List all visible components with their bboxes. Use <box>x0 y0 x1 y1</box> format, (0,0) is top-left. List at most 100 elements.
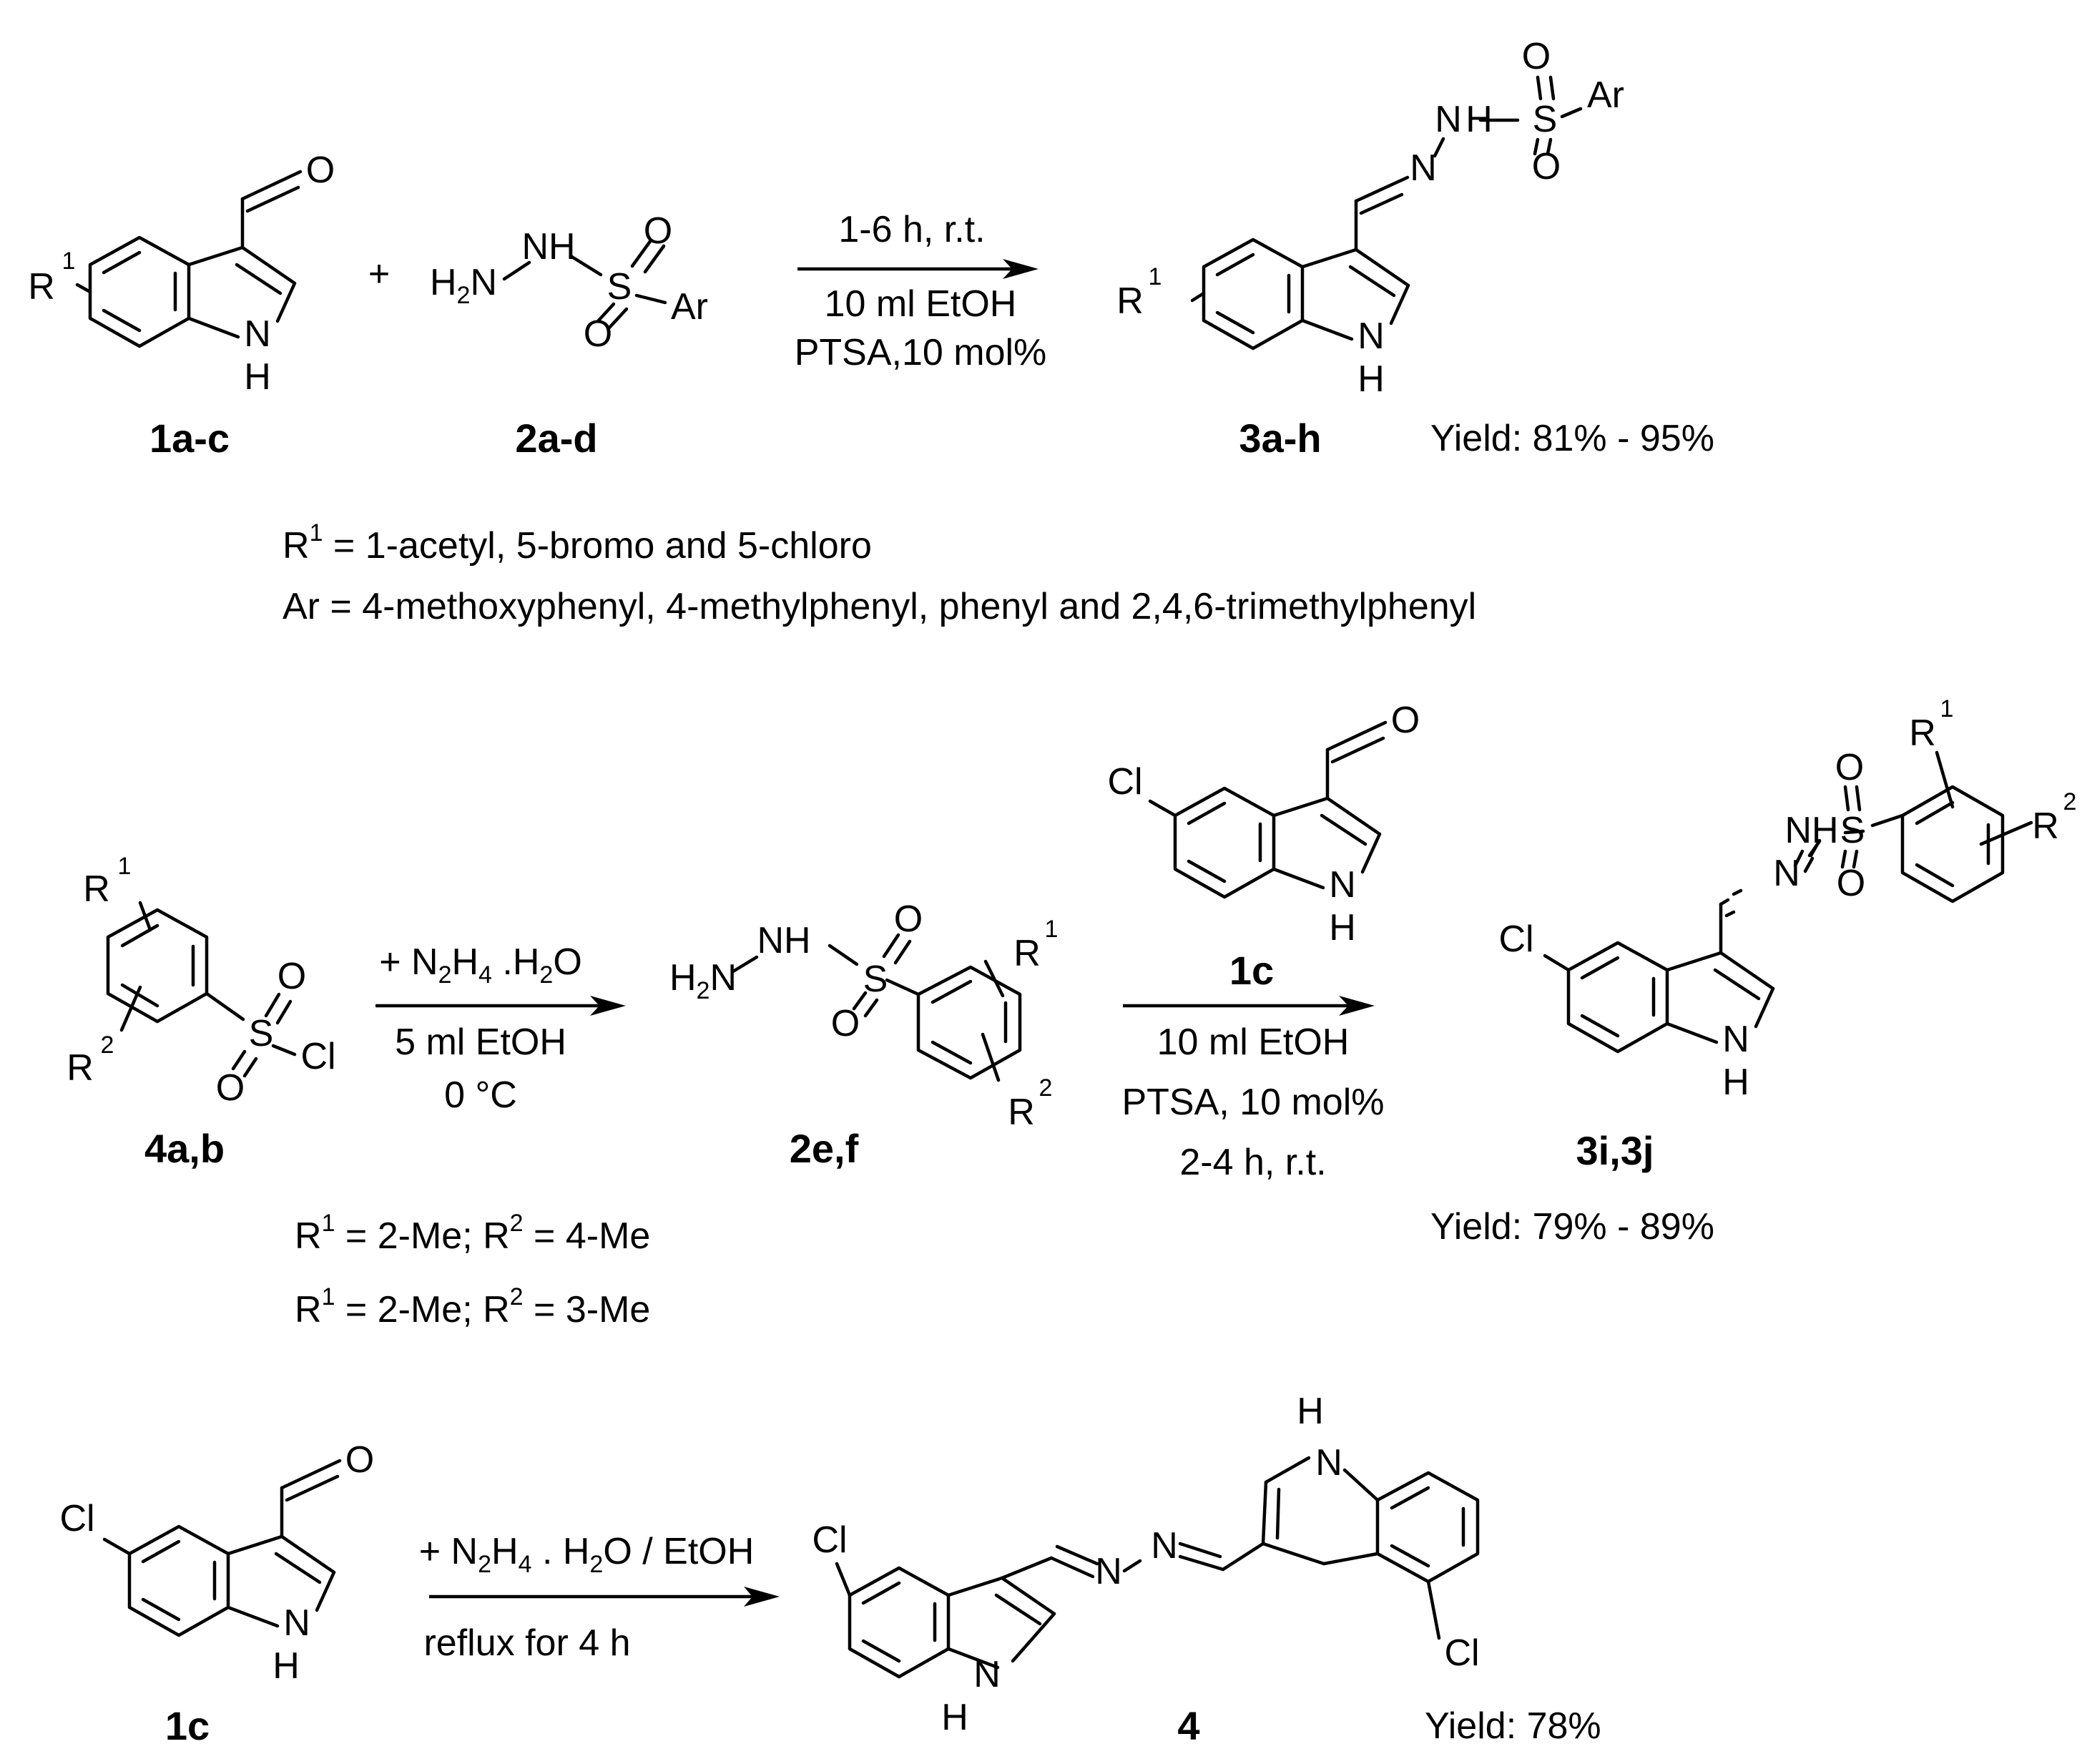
product4-azine-nitrogen-1: N <box>1095 1551 1122 1592</box>
rg4-sub1: 2 <box>478 1551 491 1578</box>
rg2-mid: H <box>451 941 478 983</box>
rg2-sub3: 2 <box>539 961 553 989</box>
compound-label-3i-3j: 3i,3j <box>1576 1128 1654 1173</box>
rg4-mid: H <box>491 1531 519 1572</box>
def1-text-b: = 4-Me <box>524 1215 651 1257</box>
product4-hydrogen-right: H <box>1297 1391 1324 1432</box>
rg2-prefix: + N <box>379 941 438 983</box>
sm3-chlorine: Cl <box>59 1498 94 1539</box>
r1-def-superscript: 1 <box>310 519 323 547</box>
condition-time-3: 2-4 h, r.t. <box>1179 1142 1326 1183</box>
reaction-arrow-1 <box>797 259 1038 279</box>
sm3-oxygen: O <box>345 1439 374 1481</box>
r-definition-2: R1 = 2-Me; R2 = 3-Me <box>295 1283 650 1331</box>
sulfur: S <box>607 266 632 308</box>
rg4-prefix: + N <box>419 1531 478 1572</box>
def2-text-a: = 2-Me; R <box>335 1289 509 1331</box>
sm-oxygen-bottom: O <box>216 1067 245 1109</box>
product4-azine-nitrogen-2: N <box>1151 1525 1178 1567</box>
hydrazone-hydrogen: H <box>1465 99 1493 140</box>
sm3-nitrogen: N <box>283 1602 310 1644</box>
def2-sup1: 1 <box>322 1283 335 1310</box>
imine-nitrogen: N <box>1410 147 1437 189</box>
r1-def-prefix: R <box>283 525 310 567</box>
reagent-hydrazine-4: + N2H4 . H2O / EtOH <box>419 1531 755 1578</box>
sm-r2-substituent: R <box>67 1047 94 1089</box>
def2-sup2: 2 <box>510 1283 524 1310</box>
sulfonyl-chloride-4a-b <box>106 901 297 1078</box>
int-oxygen-top: O <box>894 898 923 940</box>
product2-r2-substituent: R <box>2032 805 2059 847</box>
product2-r1-superscript: 1 <box>1940 695 1954 722</box>
product2-imine-nitrogen: N <box>1773 853 1800 894</box>
def2-r: R <box>295 1289 322 1331</box>
aryl-group: Ar <box>671 286 708 328</box>
def1-sup1: 1 <box>322 1210 335 1237</box>
reagent-1c-chlorine: Cl <box>1107 761 1142 803</box>
def2-text-b: = 3-Me <box>524 1289 651 1331</box>
condition-catalyst-3: PTSA, 10 mol% <box>1121 1082 1384 1123</box>
sm-r1-superscript: 1 <box>118 853 132 880</box>
product4-hydrogen-left: H <box>941 1697 968 1738</box>
product-r1-superscript: 1 <box>1149 263 1162 290</box>
product4-nitrogen-left: N <box>973 1654 1001 1695</box>
plus-sign: + <box>368 253 390 295</box>
product2-indole-hydrogen: H <box>1722 1062 1749 1103</box>
product2-r2-superscript: 2 <box>2063 788 2077 815</box>
r1-superscript: 1 <box>62 248 76 275</box>
int-r1-superscript: 1 <box>1045 916 1059 943</box>
product2-hydrazone-nh: NH <box>1784 810 1838 851</box>
condition-time-temp: 1-6 h, r.t. <box>838 209 985 250</box>
sulfonyl-oxygen-top: O <box>644 210 672 252</box>
amine-h: H <box>430 262 457 303</box>
product-indole-nitrogen: N <box>1357 315 1385 357</box>
int-hydrazide-nh: NH <box>757 920 810 961</box>
int-amine-n: N <box>709 957 737 999</box>
reaction-arrow-3 <box>1123 996 1375 1016</box>
sulfonyl-oxygen-bottom: O <box>584 313 612 355</box>
reagent-1c-hydrogen: H <box>1329 907 1356 949</box>
def1-r: R <box>295 1215 322 1257</box>
int-amine-h: H <box>669 957 697 999</box>
rg4-suffix: . H <box>532 1531 590 1572</box>
product2-sulfur: S <box>1840 810 1865 851</box>
rg4-end: O / EtOH <box>603 1531 754 1572</box>
compound-label-3a-h: 3a-h <box>1239 416 1321 461</box>
rg2-sub1: 2 <box>438 961 452 989</box>
int-r1-substituent: R <box>1013 933 1041 974</box>
indole-aldehyde-1c-reagent <box>1148 720 1388 899</box>
product2-r1-substituent: R <box>1909 712 1936 754</box>
yield-4: Yield: 78% <box>1425 1705 1601 1747</box>
r-definition-1: R1 = 2-Me; R2 = 4-Me <box>295 1210 650 1257</box>
amine-subscript: 2 <box>457 282 471 309</box>
product-sulfur: S <box>1533 99 1558 140</box>
product4-nitrogen-right: N <box>1315 1442 1342 1484</box>
sulfonyl-hydrazide-2e-f <box>731 933 1022 1082</box>
r1-definition: R1 = 1-acetyl, 5-bromo and 5-chloro <box>283 519 872 567</box>
sulfonyl-hydrazide-2a-d <box>502 238 667 330</box>
rg2-suffix: .H <box>492 941 539 983</box>
product-r1-substituent: R <box>1116 280 1144 322</box>
int-amine: H2N <box>669 957 737 1004</box>
product-3i-3j <box>1543 750 2033 1054</box>
sm-r2-superscript: 2 <box>101 1032 114 1059</box>
product4-chlorine-left: Cl <box>812 1519 847 1561</box>
yield-3a-h: Yield: 81% - 95% <box>1430 418 1714 459</box>
condition-reflux: reflux for 4 h <box>423 1622 630 1664</box>
int-r2-superscript: 2 <box>1039 1074 1053 1102</box>
rg4-sub3: 2 <box>589 1551 603 1578</box>
rg2-sub2: 4 <box>478 961 492 989</box>
int-amine-subscript: 2 <box>697 977 710 1004</box>
product2-indole-nitrogen: N <box>1722 1019 1749 1060</box>
product4-chlorine-right: Cl <box>1444 1632 1479 1674</box>
yield-3i-3j: Yield: 79% - 89% <box>1430 1206 1714 1248</box>
compound-label-2a-d: 2a-d <box>515 416 597 461</box>
condition-temp-2: 0 °C <box>444 1074 517 1116</box>
reaction-arrow-2 <box>375 996 626 1016</box>
compound-label-1c-reagent: 1c <box>1229 948 1274 993</box>
indole-nh-hydrogen: H <box>244 356 271 398</box>
compound-label-4: 4 <box>1177 1703 1199 1748</box>
hydrazone-nitrogen: N <box>1435 99 1462 140</box>
sm-sulfur: S <box>249 1013 274 1054</box>
